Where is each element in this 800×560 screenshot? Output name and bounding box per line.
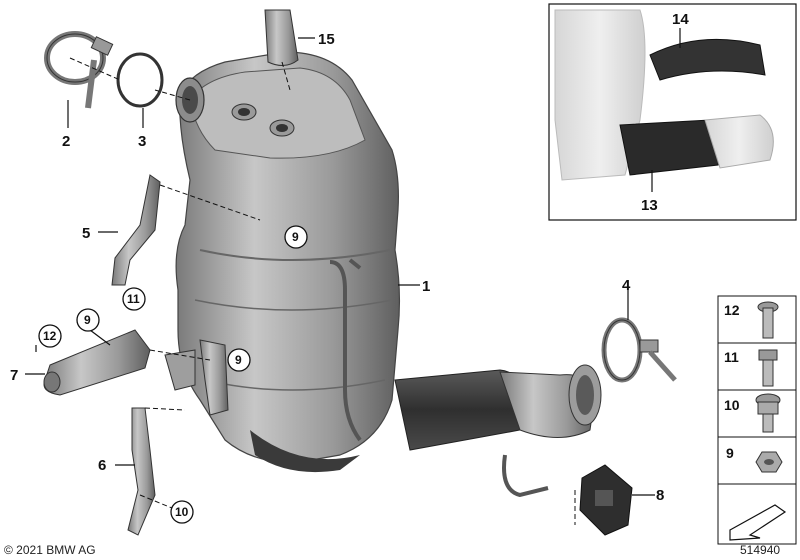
leader-lines — [25, 28, 681, 525]
callouts: 1 2 3 4 5 6 7 8 13 14 15 9 9 9 11 12 10 — [10, 11, 689, 524]
bracket-middle — [164, 339, 229, 416]
inset-detail-box — [548, 3, 797, 221]
hex-bolt-icon — [758, 349, 778, 387]
legend-number-12: 12 — [724, 302, 740, 318]
callout-9-upper: 9 — [292, 230, 299, 244]
arrow-icon — [729, 504, 787, 541]
callout-1: 1 — [422, 278, 430, 295]
outlet-pipe — [394, 364, 602, 498]
legend-number-10: 10 — [724, 397, 740, 413]
rubber-mount — [579, 464, 633, 536]
legend-number-11: 11 — [724, 349, 739, 365]
callout-13: 13 — [641, 197, 658, 214]
callout-10: 10 — [175, 505, 189, 519]
flange-bolt-icon — [757, 301, 779, 339]
callout-3: 3 — [138, 133, 146, 150]
bracket-upper — [111, 174, 161, 286]
legend-number-9: 9 — [726, 445, 734, 461]
legend-panel: 12 11 10 9 — [717, 295, 797, 545]
sealing-ring — [116, 52, 164, 108]
callout-7: 7 — [10, 367, 18, 384]
callout-11: 11 — [127, 292, 140, 306]
protective-cap — [264, 9, 299, 66]
callout-4: 4 — [622, 277, 631, 294]
hex-nut-icon — [755, 451, 783, 473]
callout-5: 5 — [82, 225, 90, 242]
bracket-lower — [127, 407, 156, 536]
pipe-clamp — [601, 317, 677, 383]
clamp — [44, 31, 114, 109]
callout-9-middle: 9 — [235, 353, 242, 367]
diagram-id: 514940 — [740, 543, 780, 557]
callout-15: 15 — [318, 31, 335, 48]
callout-9-left: 9 — [84, 313, 91, 327]
collar-nut-icon — [755, 393, 781, 433]
callout-8: 8 — [656, 487, 664, 504]
callout-14: 14 — [672, 11, 689, 28]
callout-12: 12 — [43, 329, 57, 343]
holder — [43, 329, 151, 396]
copyright-text: © 2021 BMW AG — [4, 543, 96, 557]
callout-6: 6 — [98, 457, 106, 474]
callout-2: 2 — [62, 133, 70, 150]
